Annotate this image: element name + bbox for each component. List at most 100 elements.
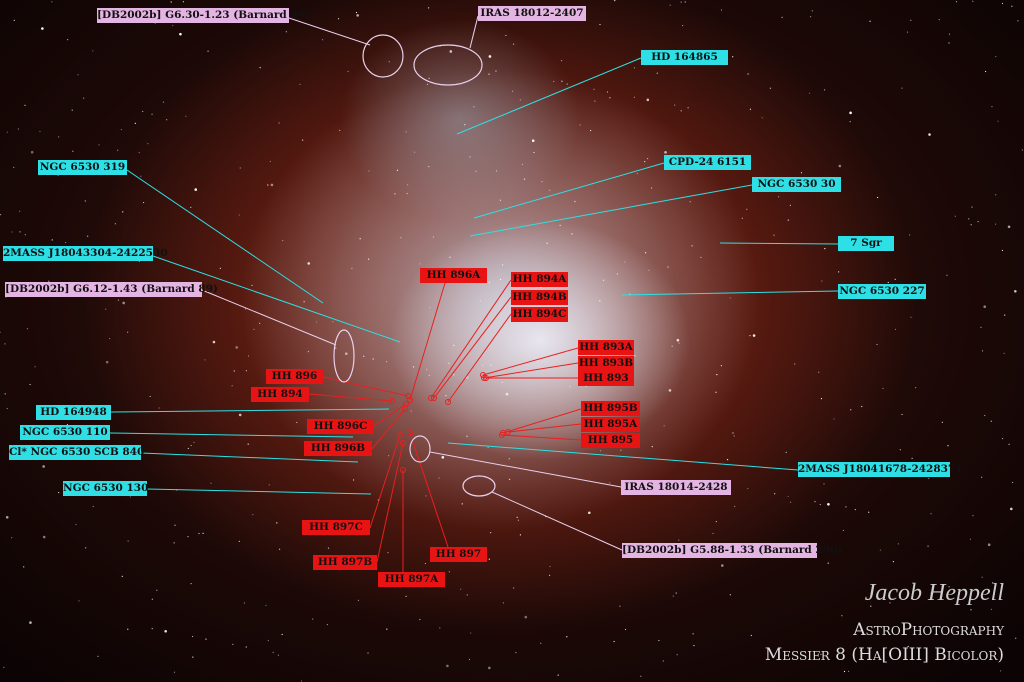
star (981, 576, 983, 578)
star (400, 237, 402, 239)
star (270, 183, 274, 187)
star (75, 523, 77, 526)
star (672, 595, 674, 597)
star (663, 425, 665, 427)
star (732, 432, 734, 434)
object-marker (402, 406, 408, 412)
star (548, 574, 551, 576)
star (733, 435, 735, 437)
star (502, 264, 504, 266)
star (122, 211, 124, 213)
star (24, 234, 26, 236)
leader-line-hh-896 (322, 376, 409, 397)
star (499, 279, 502, 281)
star (117, 299, 119, 301)
star (446, 664, 449, 668)
star (987, 543, 991, 547)
star (954, 215, 956, 217)
star (48, 280, 50, 282)
star (441, 456, 445, 459)
object-marker (389, 398, 395, 404)
star (19, 231, 21, 233)
label-hh-893: HH 893 (578, 371, 634, 386)
label-hh-897a: HH 897A (378, 572, 445, 587)
star (977, 221, 979, 223)
star (238, 413, 242, 417)
star (678, 539, 680, 541)
star (675, 592, 677, 594)
star (302, 139, 304, 141)
star (646, 158, 649, 160)
star (92, 50, 94, 52)
star (868, 511, 870, 513)
star (571, 233, 573, 235)
star (312, 618, 314, 620)
star (778, 196, 780, 198)
star (464, 124, 466, 126)
label-ngc-6530-110: NGC 6530 110 (20, 425, 110, 440)
photographer-signature: Jacob Heppell (864, 580, 1004, 606)
star (750, 634, 752, 637)
star (58, 136, 60, 138)
star (669, 4, 671, 6)
star (23, 566, 25, 568)
star (734, 505, 736, 508)
leader-line-hh-894b (433, 296, 512, 399)
star (173, 542, 175, 544)
star (585, 385, 587, 388)
leader-line-hh-897 (409, 432, 449, 548)
star (644, 161, 646, 163)
star (488, 55, 492, 58)
label-7-sgr: 7 Sgr (838, 236, 894, 251)
star (729, 297, 731, 299)
star (668, 389, 672, 392)
star (232, 643, 234, 645)
star (117, 149, 119, 151)
star (6, 131, 8, 133)
star (687, 107, 689, 109)
star (352, 479, 355, 481)
star (482, 364, 484, 366)
star (824, 89, 826, 91)
star (678, 342, 680, 344)
star (715, 391, 717, 393)
star (930, 513, 932, 515)
leader-line-hh-895b (502, 408, 582, 434)
label-cl-ngc-6530-scb-840: Cl* NGC 6530 SCB 840 (9, 445, 145, 460)
label-ngc-6530-130: NGC 6530 130 (63, 481, 149, 496)
leader-line-hh-894a (430, 279, 512, 399)
object-marker (405, 393, 411, 399)
star (337, 18, 340, 20)
star (594, 100, 596, 102)
star (83, 97, 85, 99)
star (752, 334, 756, 337)
star (363, 355, 365, 357)
star (13, 19, 15, 21)
star (235, 346, 239, 349)
star (907, 645, 909, 648)
star (6, 407, 8, 410)
star (127, 540, 129, 542)
object-marker (428, 395, 434, 401)
star (680, 1, 682, 3)
star (194, 188, 198, 191)
star (473, 106, 475, 108)
star (149, 395, 151, 398)
star (566, 83, 568, 85)
star (114, 223, 116, 225)
star (624, 628, 627, 631)
star (850, 409, 852, 411)
star (781, 16, 783, 18)
star (948, 42, 950, 44)
star (277, 654, 280, 656)
star (712, 532, 714, 535)
star (174, 524, 176, 526)
star (495, 170, 498, 172)
leader-line-hd-164865 (456, 57, 642, 135)
star (599, 300, 601, 302)
star (1003, 352, 1005, 354)
star (634, 355, 636, 357)
star (335, 347, 337, 349)
label-db2002b-g6-30-1-23-barnard-88: [DB2002b] G6.30-1.23 (Barnard 88) (97, 8, 310, 23)
star (265, 604, 267, 607)
